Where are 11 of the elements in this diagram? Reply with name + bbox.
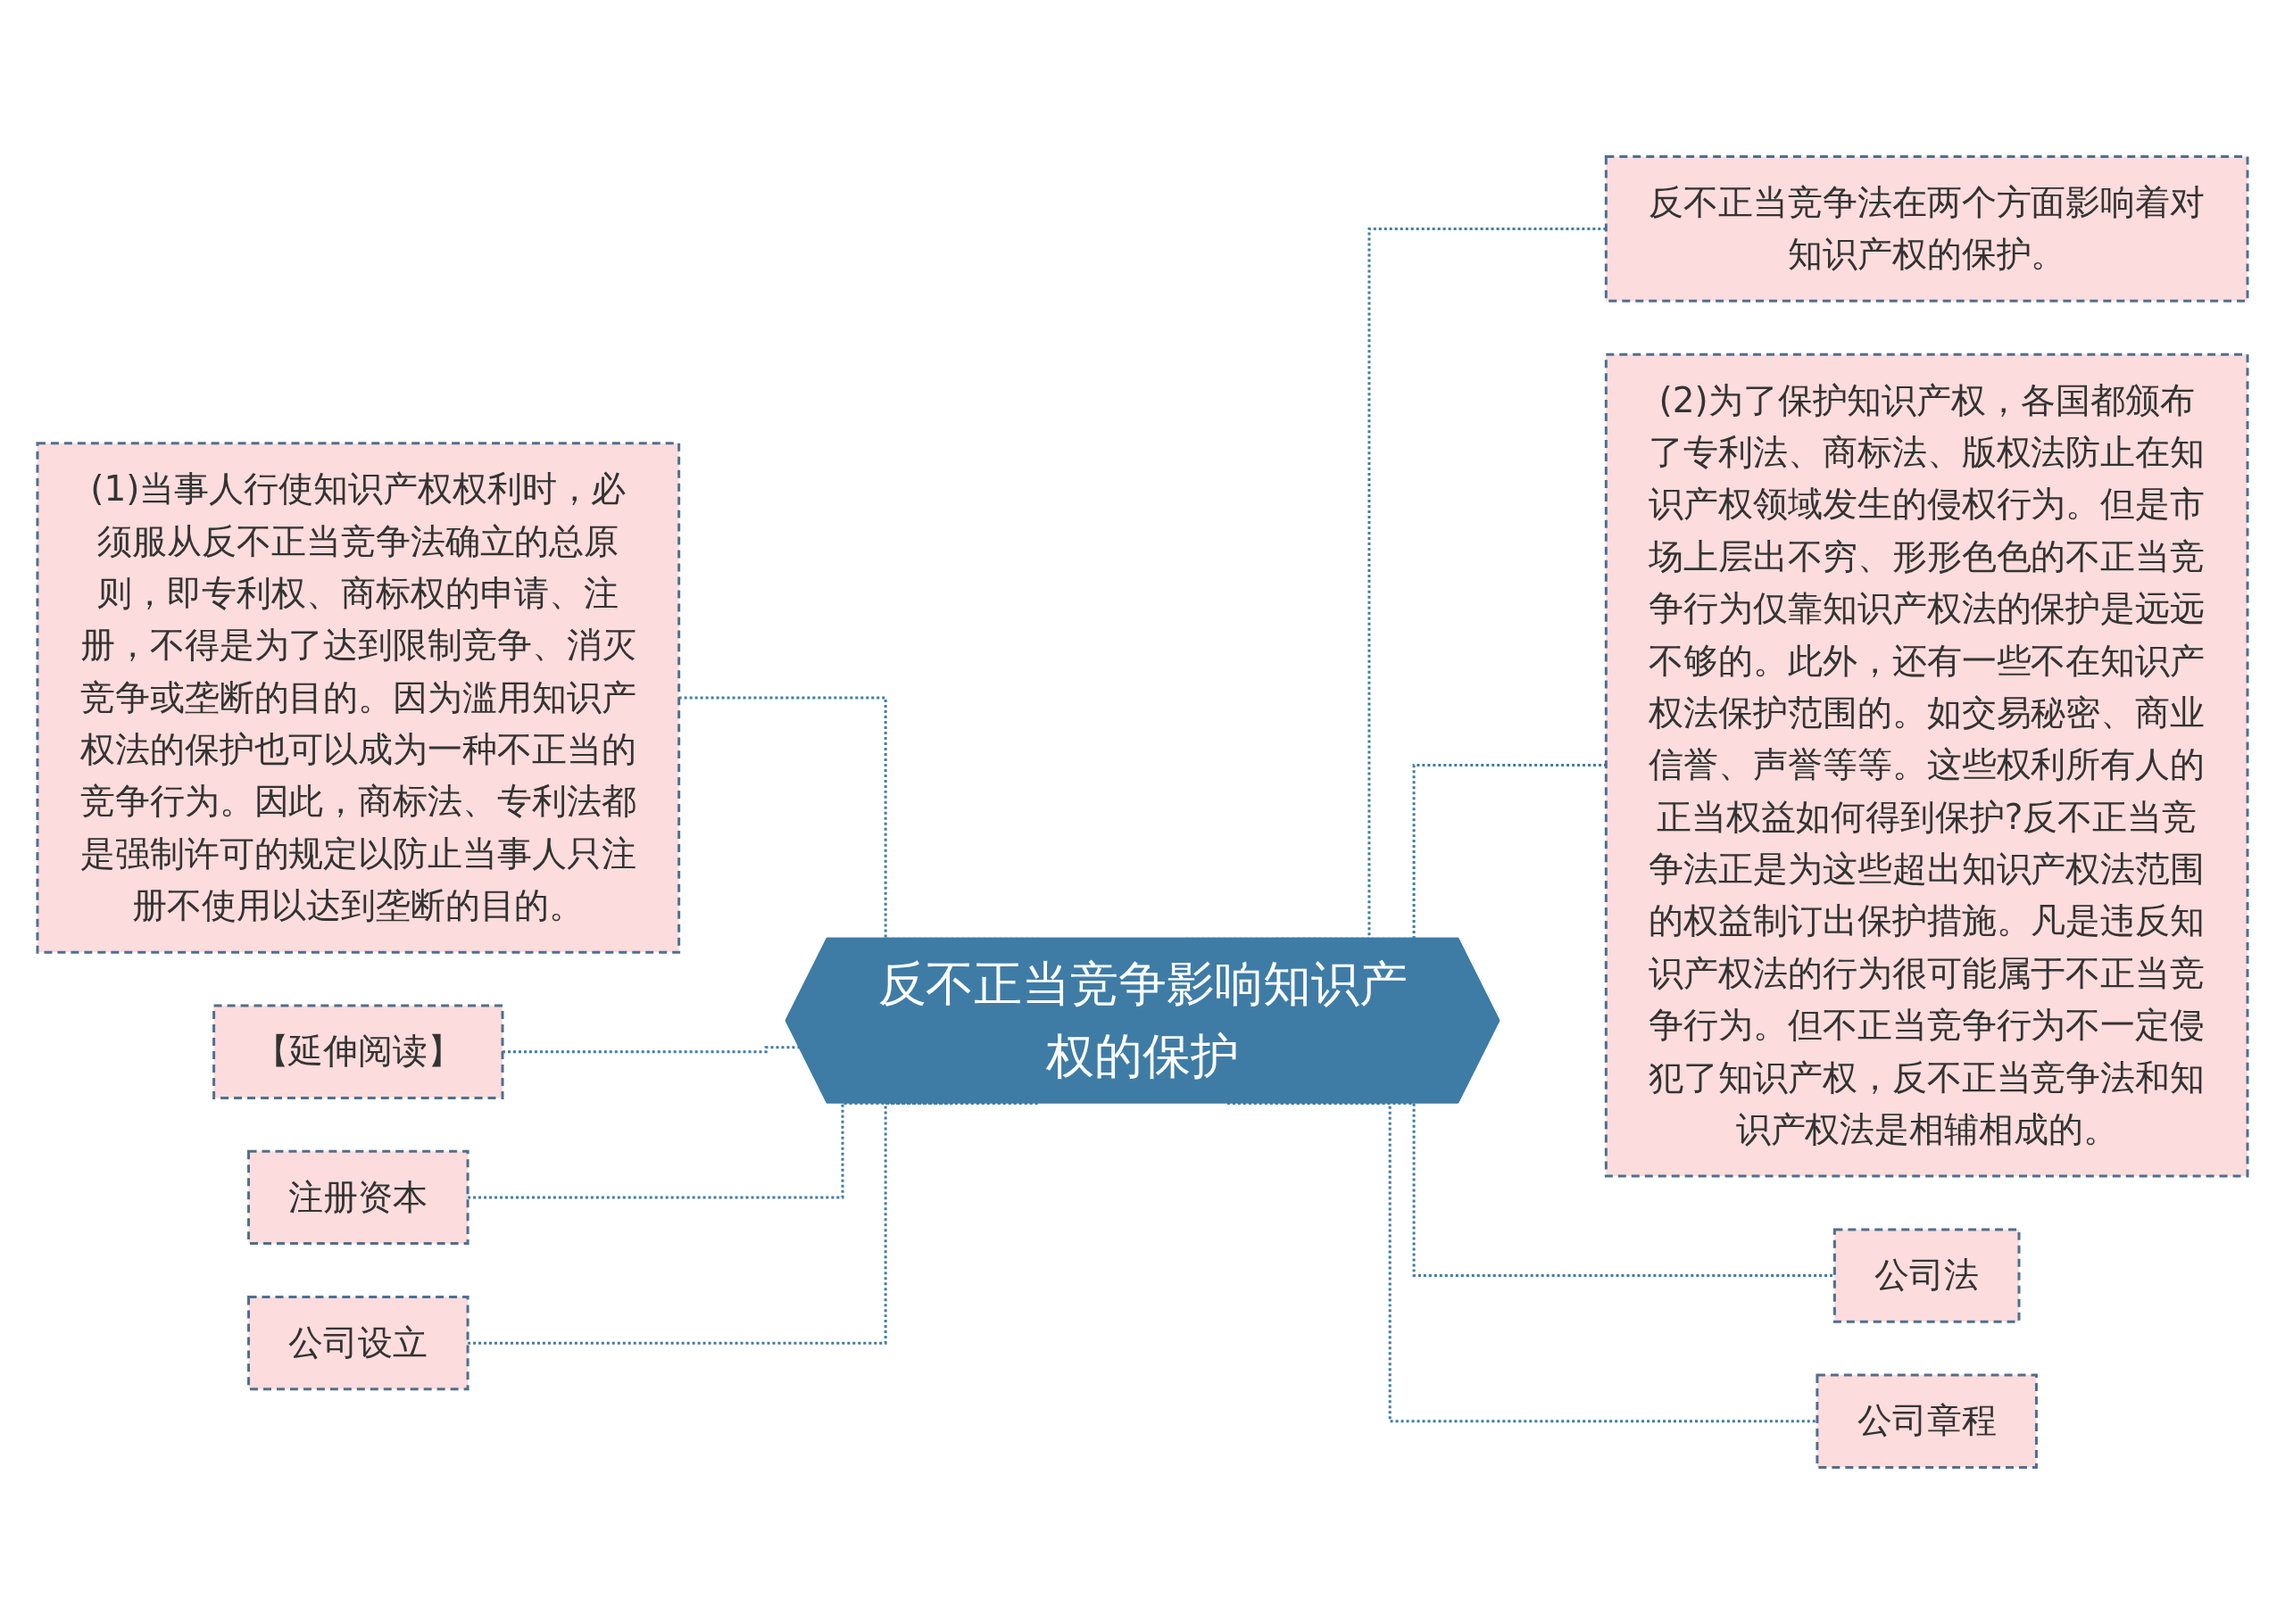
node-box: (2)为了保护知识产权，各国都颁布了专利法、商标法、版权法防止在知识产权领域发生的侵权行为。但是市场上层出不穷、形形色色的不正当竞争行为仅靠知识产权法的保护是远远不够的。此外，还有一些不在知识产权法保护范围的。如交易秘密、商业信誉、声誉等等。这些权利所有人的正当权益如何得到保护?反不正当竞争法正是为这些超出知识产权法范围的权益制订出保护措施。凡是违反知识产权法的行为很可能属于不正当竞争行为。但不正当竞争行为不一定侵犯了知识产权，反不正当竞争法和知识产权法是相辅相成的。 (1604, 352, 2249, 1178)
node-box: 反不正当竞争法在两个方面影响着对知识产权的保护。 (1604, 155, 2249, 302)
node-box: 公司法 (1832, 1228, 2021, 1323)
node-box: 注册资本 (247, 1149, 469, 1246)
node-box: (1)当事人行使知识产权权利时，必须服从反不正当竞争法确立的总原则，即专利权、商标权的申请、注册，不得是为了达到限制竞争、消灭竞争或垄断的目的。因为滥用知识产权法的保护也可以成为一种不正当的竞争行为。因此，商标法、专利法都是强制许可的规定以防止当事人只注册不使用以达到垄断的目的。 (36, 442, 681, 954)
connector (1226, 1101, 1817, 1423)
connector (503, 1046, 800, 1054)
node-box: 公司设立 (247, 1296, 469, 1391)
connector (468, 1101, 1039, 1345)
node-box: 【延伸阅读】 (212, 1004, 504, 1099)
node-box: 公司章程 (1816, 1373, 2038, 1469)
